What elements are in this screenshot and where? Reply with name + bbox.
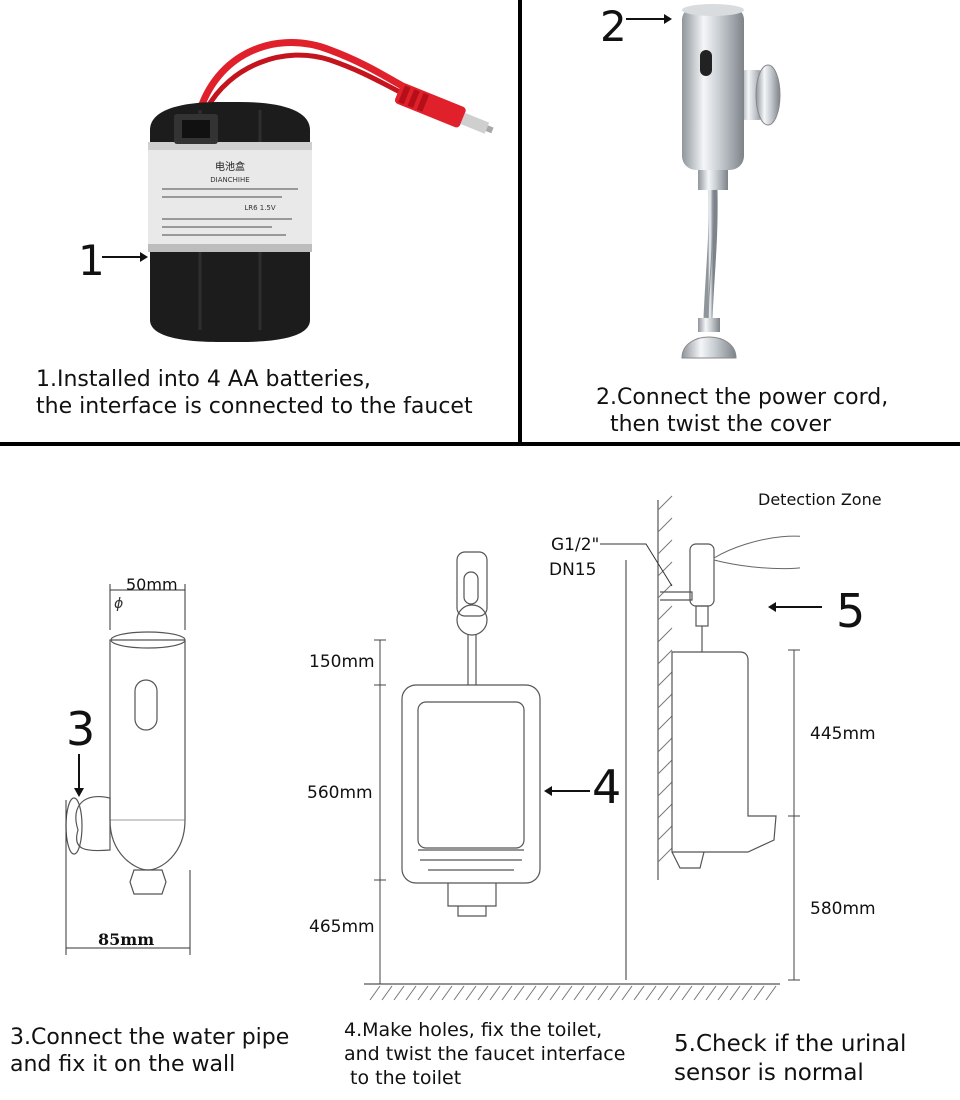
urinal-side-view [671,651,777,869]
step-2-caption-line-2: then twist the cover [596,412,832,437]
urinal-front-view [401,551,541,917]
step-3-caption-line-1: 3.Connect the water pipe [10,1025,290,1050]
dimension-label-465mm: 465mm [309,917,375,937]
step-2-arrow [626,14,672,24]
step-3-number: 3 [66,702,96,756]
step-4-caption-line-1: 4.Make holes, fix the toilet, [344,1019,603,1041]
step-4-caption-line-2: and twist the faucet interface [344,1043,626,1065]
step-1-arrow [102,252,148,262]
sensor-dimension-drawing: ϕ [65,584,191,955]
step-3-caption-line-2: and fix it on the wall [10,1052,236,1077]
step-1-caption-line-1: 1.Installed into 4 AA batteries, [36,367,371,392]
battery-label-title: 电池盒 [215,160,245,173]
detection-zone-label: Detection Zone [758,490,882,509]
dimension-width-label: 85mm [98,930,155,949]
step-4-caption-line-3: to the toilet [344,1067,462,1089]
battery-label-brand: DIANCHIHE [210,176,249,184]
pipe-thread-label: G1/2" [551,535,600,555]
step-1-caption-line-2: the interface is connected to the faucet [36,394,473,419]
step-5-caption-line-1: 5.Check if the urinal [674,1031,907,1057]
pipe-size-label: DN15 [549,560,597,580]
urinal-installation-drawing [364,495,800,1001]
step-2-caption-line-1: 2.Connect the power cord, [596,385,889,410]
top-horizontal-divider [0,442,960,446]
dimension-label-445mm: 445mm [810,724,876,744]
red-power-cable [196,39,414,114]
battery-box-illustration: 电池盒 DIANCHIHE LR6 1.5V [148,39,494,342]
step-4-arrow [544,786,590,796]
dimension-diameter-label: 50mm [126,575,178,594]
valve-body [682,6,744,170]
step-5-arrow [768,602,822,612]
sensor-side-view [689,535,800,652]
battery-box-body: 电池盒 DIANCHIHE LR6 1.5V [148,102,312,342]
step-3-arrow [74,754,84,797]
dc-connector [394,83,494,134]
dimension-label-150mm: 150mm [309,652,375,672]
dimension-label-580mm: 580mm [810,899,876,919]
wall-section [625,500,659,980]
top-vertical-divider [518,0,522,444]
step-5-number: 5 [836,584,866,638]
svg-text:ϕ: ϕ [114,596,123,612]
step-1-number: 1 [78,236,105,285]
step-5-caption-line-2: sensor is normal [674,1060,864,1086]
dimension-label-560mm: 560mm [307,783,373,803]
battery-label-model: LR6 1.5V [244,204,276,212]
step-4-number: 4 [592,760,622,814]
flush-valve-illustration [681,4,781,359]
step-2-number: 2 [600,2,627,51]
